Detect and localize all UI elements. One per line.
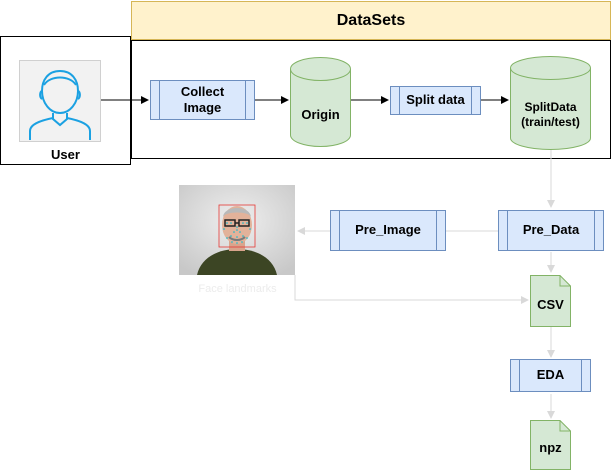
pre-data-process: Pre_Data	[498, 210, 604, 251]
origin-cylinder-shape	[290, 57, 351, 147]
split-data-process: Split data	[390, 86, 481, 115]
npz-document-shape	[530, 420, 571, 470]
splitdata-label: SplitData (train/test)	[521, 100, 580, 129]
collect-image-label: Collect Image	[180, 83, 225, 115]
datasets-header: DataSets	[131, 1, 611, 40]
npz-document: npz	[530, 420, 571, 470]
datasets-title: DataSets	[336, 11, 406, 29]
eda-label: EDA	[536, 367, 565, 383]
origin-datastore: Origin	[290, 57, 351, 147]
splitdata-cylinder-shape	[510, 56, 591, 150]
csv-document-shape	[530, 275, 571, 327]
csv-document: CSV	[530, 275, 571, 327]
face-landmarks-photo	[179, 185, 295, 275]
edge-photo-to-csv	[294, 275, 529, 304]
splitdata-datastore: SplitData (train/test)	[510, 56, 591, 150]
pre-image-process: Pre_Image	[330, 210, 446, 251]
face-photo-image	[179, 185, 295, 275]
pre-image-label: Pre_Image	[355, 222, 421, 238]
user-icon	[19, 60, 101, 142]
collect-image-process: Collect Image	[150, 80, 255, 120]
npz-label: npz	[539, 439, 562, 455]
origin-label: Origin	[301, 106, 340, 122]
eda-process: EDA	[510, 359, 591, 392]
csv-label: CSV	[537, 296, 564, 312]
face-landmarks-caption: Face landmarks	[198, 283, 277, 296]
pre-data-label: Pre_Data	[522, 222, 580, 238]
user-label: User	[51, 146, 80, 162]
split-data-label: Split data	[406, 92, 465, 108]
